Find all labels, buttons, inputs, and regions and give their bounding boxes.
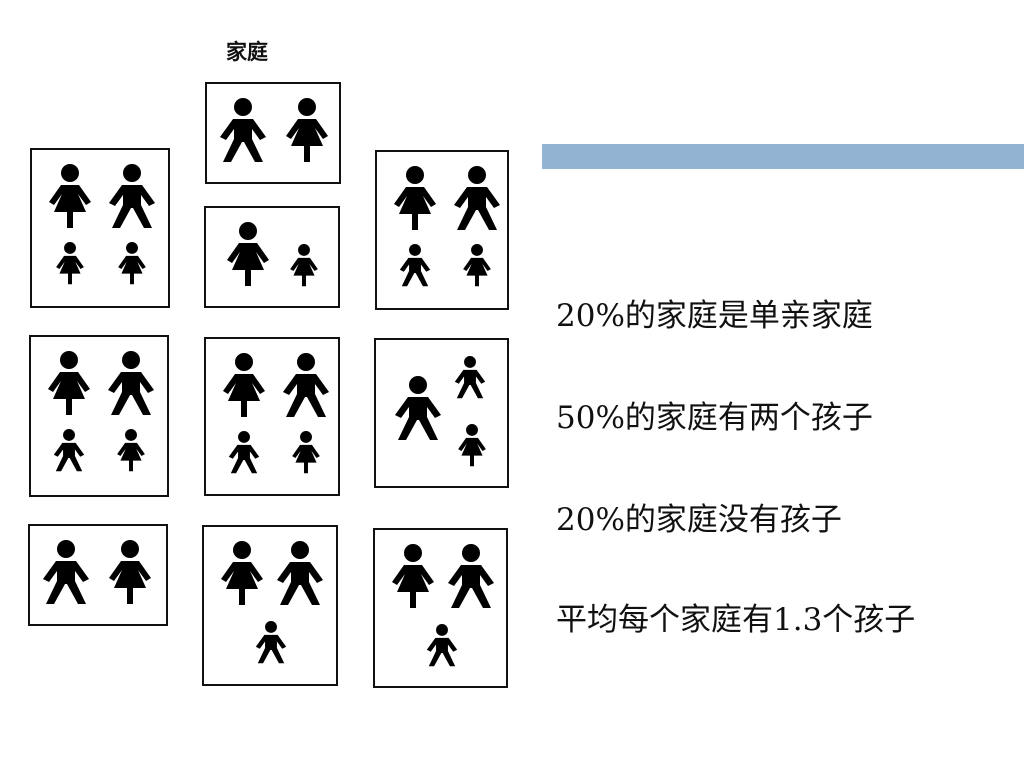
man-figure-icon: [448, 544, 494, 608]
man-figure-icon: [43, 540, 89, 604]
family-box-3: [204, 206, 340, 308]
family-pictogram: [223, 353, 329, 474]
girl-figure-icon: [118, 242, 146, 285]
man-figure-icon: [108, 351, 154, 415]
man-figure-icon: [395, 376, 441, 440]
boy-figure-icon: [426, 624, 458, 667]
stat-two-children: 50%的家庭有两个孩子: [556, 400, 873, 436]
boy-figure-icon: [255, 621, 287, 664]
boy-figure-icon: [454, 356, 486, 399]
woman-figure-icon: [286, 98, 328, 162]
stat-single-parent: 20%的家庭是单亲家庭: [556, 298, 873, 334]
family-pictogram: [394, 166, 500, 287]
girl-figure-icon: [463, 244, 491, 287]
girl-figure-icon: [458, 424, 486, 467]
man-figure-icon: [277, 541, 323, 605]
woman-figure-icon: [392, 544, 434, 608]
boy-figure-icon: [228, 431, 260, 474]
woman-figure-icon: [49, 164, 91, 228]
family-box-9: [202, 525, 338, 686]
girl-figure-icon: [56, 242, 84, 285]
boy-figure-icon: [399, 244, 431, 287]
accent-bar: [542, 144, 1024, 169]
man-figure-icon: [454, 166, 500, 230]
woman-figure-icon: [223, 353, 265, 417]
girl-figure-icon: [290, 244, 318, 287]
family-box-8: [28, 524, 168, 626]
family-box-10: [373, 528, 508, 688]
family-pictogram: [49, 164, 155, 285]
family-box-2: [30, 148, 170, 308]
man-figure-icon: [220, 98, 266, 162]
family-box-4: [375, 150, 509, 310]
family-box-7: [374, 338, 509, 488]
man-figure-icon: [283, 353, 329, 417]
family-pictogram: [227, 222, 318, 287]
girl-figure-icon: [117, 429, 145, 472]
woman-figure-icon: [221, 541, 263, 605]
family-box-5: [29, 335, 169, 497]
family-pictogram: [221, 541, 323, 664]
woman-figure-icon: [109, 540, 151, 604]
woman-figure-icon: [394, 166, 436, 230]
family-box-1: [205, 82, 341, 184]
woman-figure-icon: [227, 222, 269, 286]
family-pictogram: [43, 540, 151, 604]
diagram-title: 家庭: [226, 40, 268, 64]
family-pictogram: [395, 356, 486, 467]
family-pictogram: [48, 351, 154, 472]
girl-figure-icon: [292, 431, 320, 474]
woman-figure-icon: [48, 351, 90, 415]
stat-average-children: 平均每个家庭有1.3个孩子: [556, 602, 916, 638]
stat-no-children: 20%的家庭没有孩子: [556, 502, 842, 538]
family-pictogram: [392, 544, 494, 667]
man-figure-icon: [109, 164, 155, 228]
family-pictogram: [220, 98, 328, 162]
family-box-6: [204, 337, 340, 496]
boy-figure-icon: [53, 429, 85, 472]
